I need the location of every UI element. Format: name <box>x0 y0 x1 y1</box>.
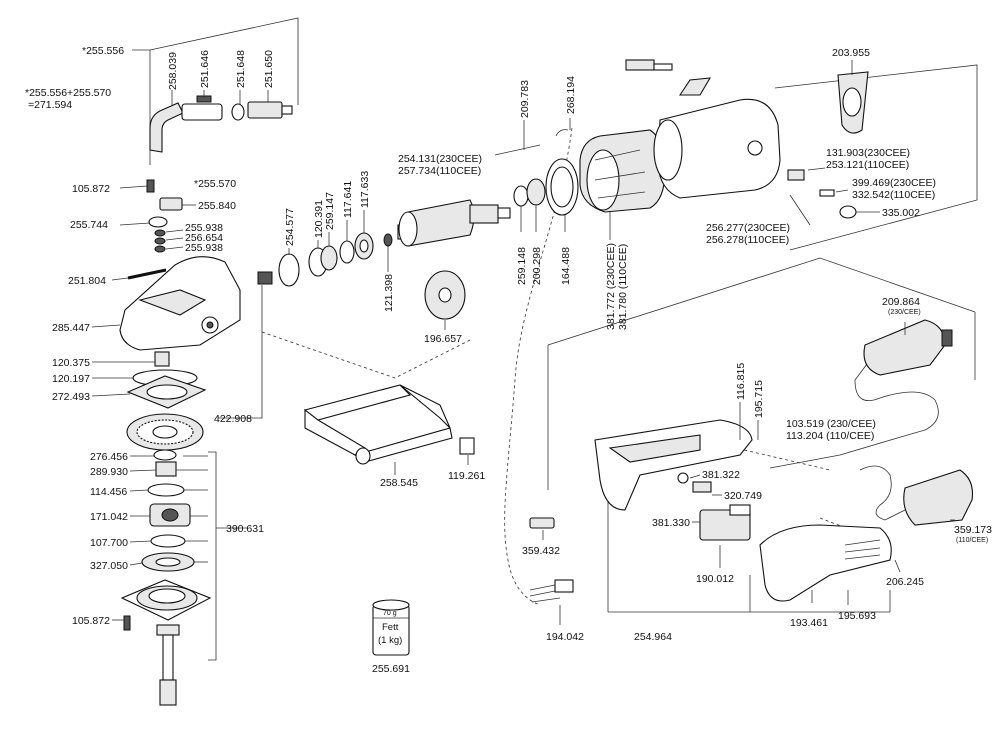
label-105872-top: 105.872 <box>72 183 110 195</box>
brush-parts <box>787 71 869 219</box>
label-256654: 256.654 <box>185 232 223 244</box>
label-255691: 255.691 <box>372 663 410 675</box>
grease-amount: (1 kg) <box>378 635 402 646</box>
label-117641: 117.641 <box>342 181 354 218</box>
crown-gear <box>126 413 204 451</box>
label-359173-variant: (110/CEE) <box>956 537 988 544</box>
label-276456: 276.456 <box>90 451 128 463</box>
label-119261: 119.261 <box>448 470 485 482</box>
label-105872-bottom: 105.872 <box>72 615 110 627</box>
label-253121: 253.121(110CEE) <box>826 159 909 171</box>
label-120375: 120.375 <box>52 357 90 369</box>
part-labels: *255.556 *255.556+255.570 =271.594 258.0… <box>25 45 992 675</box>
cable-and-plugs <box>529 319 974 603</box>
label-255938-b: 255.938 <box>185 242 223 254</box>
label-117633: 117.633 <box>359 171 371 208</box>
label-332542: 332.542(110CEE) <box>852 189 935 201</box>
label-193461: 193.461 <box>790 617 828 629</box>
label-255570: *255.570 <box>194 178 236 190</box>
label-259148: 259.148 <box>516 247 528 285</box>
small-fasteners-left <box>127 179 183 280</box>
label-255938-a: 255.938 <box>185 222 223 234</box>
label-381322: 381.322 <box>702 469 740 481</box>
label-255840: 255.840 <box>198 200 236 212</box>
label-254577: 254.577 <box>284 208 296 246</box>
label-381330: 381.330 <box>652 517 690 529</box>
label-combo-2: =271.594 <box>28 99 72 111</box>
label-164488: 164.488 <box>560 247 572 285</box>
label-116815: 116.815 <box>735 363 747 400</box>
label-131903: 131.903(230CEE) <box>826 147 910 159</box>
label-258545: 258.545 <box>380 477 418 489</box>
label-combo-1: *255.556+255.570 <box>25 87 111 99</box>
label-103519: 103.519 (230/CEE) <box>786 418 876 430</box>
label-194042: 194.042 <box>546 631 584 643</box>
label-259147: 259.147 <box>324 192 336 230</box>
motor-housing <box>625 59 781 199</box>
label-195715: 195.715 <box>753 380 765 418</box>
handle-body <box>594 419 892 602</box>
label-257734: 257.734(110CEE) <box>398 165 481 177</box>
frame-lines <box>149 17 978 661</box>
leader-lines <box>91 49 955 625</box>
seal-and-plate <box>126 369 207 409</box>
label-203955: 203.955 <box>832 47 870 59</box>
label-114456: 114.456 <box>90 486 127 498</box>
flange-spindle <box>120 579 212 706</box>
label-285447: 285.447 <box>52 322 90 334</box>
gear-housing <box>119 256 241 367</box>
label-195693: 195.693 <box>838 610 876 622</box>
label-251804: 251.804 <box>68 275 106 287</box>
label-209864: 209.864 <box>882 296 920 308</box>
label-196657: 196.657 <box>424 333 462 345</box>
label-120391: 120.391 <box>313 200 325 238</box>
grease-can: 70 g Fett (1 kg) <box>372 599 410 656</box>
label-251648: 251.648 <box>235 50 247 88</box>
label-256278: 256.278(110CEE) <box>706 234 789 246</box>
label-255744: 255.744 <box>70 219 108 231</box>
label-209864-variant: (230/CEE) <box>888 309 921 316</box>
label-209783: 209.783 <box>519 80 531 118</box>
label-258039: 258.039 <box>167 52 179 90</box>
label-255556: *255.556 <box>82 45 124 57</box>
label-381772: 381.772 (230CEE) <box>605 243 617 330</box>
stator <box>579 129 666 213</box>
label-272493: 272.493 <box>52 391 90 403</box>
label-107700: 107.700 <box>90 537 128 549</box>
label-381780: 381.780 (110CEE) <box>617 244 629 330</box>
label-121398: 121.398 <box>383 274 395 312</box>
label-171042: 171.042 <box>90 511 128 523</box>
label-289930: 289.930 <box>90 466 128 478</box>
label-359432: 359.432 <box>522 545 560 557</box>
label-327050: 327.050 <box>90 560 128 572</box>
label-422908: 422.908 <box>214 413 252 425</box>
label-320749: 320.749 <box>724 490 762 502</box>
label-268194: 268.194 <box>565 76 577 114</box>
label-113204: 113.204 (110/CEE) <box>786 430 874 442</box>
support-frame <box>303 384 475 465</box>
label-206245: 206.245 <box>886 576 924 588</box>
bearing-stack <box>141 449 195 572</box>
label-399469: 399.469(230CEE) <box>852 177 936 189</box>
label-120197: 120.197 <box>52 373 90 385</box>
label-359173: 359.173 <box>954 524 992 536</box>
label-254131: 254.131(230CEE) <box>398 153 482 165</box>
label-251650: 251.650 <box>263 50 275 88</box>
armature-parts <box>257 199 511 320</box>
label-256277: 256.277(230CEE) <box>706 222 790 234</box>
label-251646: 251.646 <box>199 50 211 88</box>
valve-assembly <box>149 95 293 153</box>
label-190012: 190.012 <box>696 573 734 585</box>
label-200298: 200.298 <box>531 247 543 285</box>
label-254964: 254.964 <box>634 631 672 643</box>
grease-weight: 70 g <box>383 610 397 617</box>
grease-label: Fett <box>382 622 399 633</box>
label-390631: 390.631 <box>226 523 264 535</box>
label-335002: 335.002 <box>882 207 920 219</box>
bearings-washer <box>494 129 579 216</box>
